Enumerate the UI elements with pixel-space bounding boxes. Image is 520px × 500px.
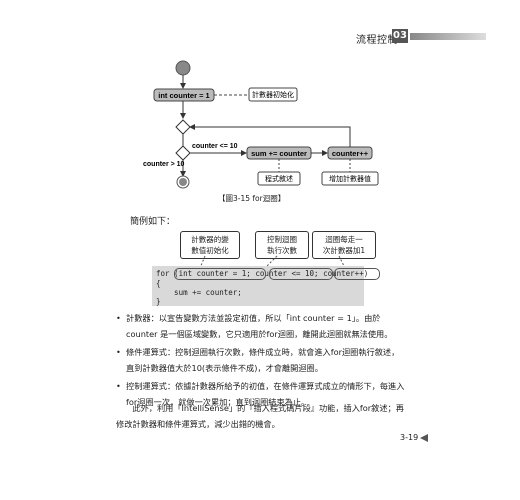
- code-line-3: sum += counter;: [156, 288, 242, 297]
- note-update: 迴圈每走一 次計數器加1: [312, 231, 376, 259]
- code-line-1: for (int counter = 1; counter <= 10; cou…: [156, 269, 369, 278]
- highlight-condition: [269, 268, 333, 280]
- header-title: 流程控制: [356, 35, 398, 46]
- bullet-counter: 計數器：以宣告變數方法並設定初值，所以「int counter = 1」。由於c…: [116, 310, 406, 342]
- end-node: [179, 178, 187, 186]
- page-number: 3-19: [400, 433, 419, 442]
- merge-node: [175, 119, 191, 135]
- note-init: 計數器的變 數值初始化: [180, 231, 240, 259]
- chapter-badge: 03: [392, 29, 408, 43]
- code-line-2: {: [156, 279, 161, 288]
- update-note-box: [321, 171, 379, 186]
- note-condition: 控制迴圈 執行次數: [255, 231, 309, 259]
- init-note-box: [248, 87, 298, 102]
- header-bar: [410, 33, 486, 40]
- code-line-4: }: [156, 297, 161, 306]
- code-block: for (int counter = 1; counter <= 10; cou…: [152, 266, 380, 306]
- update-label: counter++: [332, 149, 369, 158]
- cond-false-label: counter > 10: [143, 161, 185, 168]
- init-label: int counter = 1: [158, 91, 209, 100]
- body-note-box: [257, 171, 301, 186]
- body-label: sum += counter: [251, 149, 307, 158]
- closing-paragraph: 此外，利用「IntelliSense」的『插入程式碼片段』功能，插入for敘述；…: [116, 403, 404, 429]
- example-intro: 簡例如下：: [130, 217, 176, 227]
- init-note: 計數器初始化: [252, 90, 294, 99]
- cond-true-label: counter <= 10: [192, 143, 238, 150]
- decision-node: [175, 145, 191, 161]
- body-note: 程式敘述: [265, 174, 293, 183]
- highlight-init: [174, 268, 266, 280]
- start-node: [175, 60, 191, 76]
- figure-caption: 【圖3-15 for迴圈】: [218, 194, 286, 203]
- bullet-control: 控制運算式：依據計數器所給予的初值，在條件運算式成立的情形下，每進入for迴圈一…: [116, 378, 406, 410]
- bullet-list: 計數器：以宣告變數方法並設定初值，所以「int counter = 1」。由於c…: [116, 310, 406, 412]
- bullet-condition: 條件運算式：控制迴圈執行次數，條件成立時，就會進入for迴圈執行敘述，直到計數器…: [116, 344, 406, 376]
- page-arrow-icon: [420, 434, 428, 442]
- for-loop-diagram: int counter = 1 計數器初始化 counter <= 10 sum…: [143, 60, 379, 189]
- highlight-update: [334, 268, 380, 280]
- update-note: 增加計數器值: [329, 174, 371, 183]
